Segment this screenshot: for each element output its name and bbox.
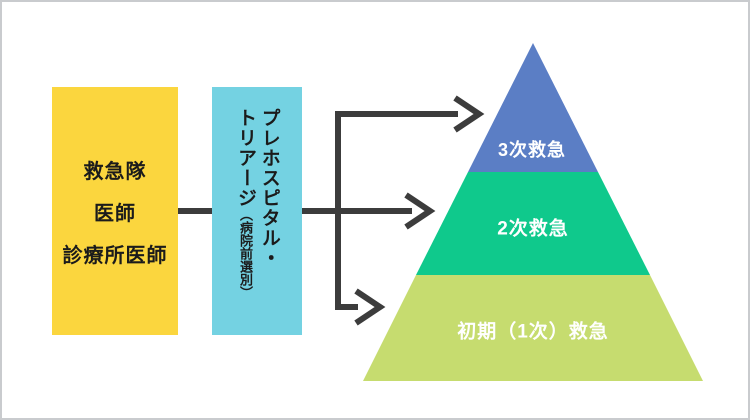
triage-title: プレホスピタル・ トリアージ（病院前選別）: [233, 108, 281, 335]
source-line-doctor: 医師: [94, 202, 136, 225]
source-box: 救急隊 医師 診療所医師: [52, 87, 178, 335]
triage-annotation: （病院前選別）: [238, 208, 253, 299]
bottom-arrowhead-icon: [354, 288, 386, 326]
triage-title-text: トリアージ: [235, 108, 256, 208]
pyramid-level-tertiary-shape: [468, 43, 598, 172]
triage-title-column-1: プレホスピタル・: [258, 108, 280, 268]
middle-arrowhead-icon: [404, 192, 436, 230]
source-line-clinic-doctor: 診療所医師: [62, 244, 168, 267]
pyramid-label-primary: 初期（1次）救急: [457, 321, 609, 343]
pyramid-shape-group: [363, 43, 703, 381]
source-line-ambulance-team: 救急隊: [83, 160, 147, 183]
triage-title-column-2: トリアージ（病院前選別）: [233, 108, 257, 335]
pyramid-label-tertiary: 3次救急: [497, 140, 567, 160]
top-arrowhead-icon: [453, 95, 485, 133]
pyramid-level-primary-shape: [363, 275, 703, 381]
prehospital-triage-box: プレホスピタル・ トリアージ（病院前選別）: [212, 87, 302, 335]
pyramid-level-secondary-shape: [416, 172, 650, 275]
pyramid-label-secondary: 2次救急: [497, 218, 569, 240]
